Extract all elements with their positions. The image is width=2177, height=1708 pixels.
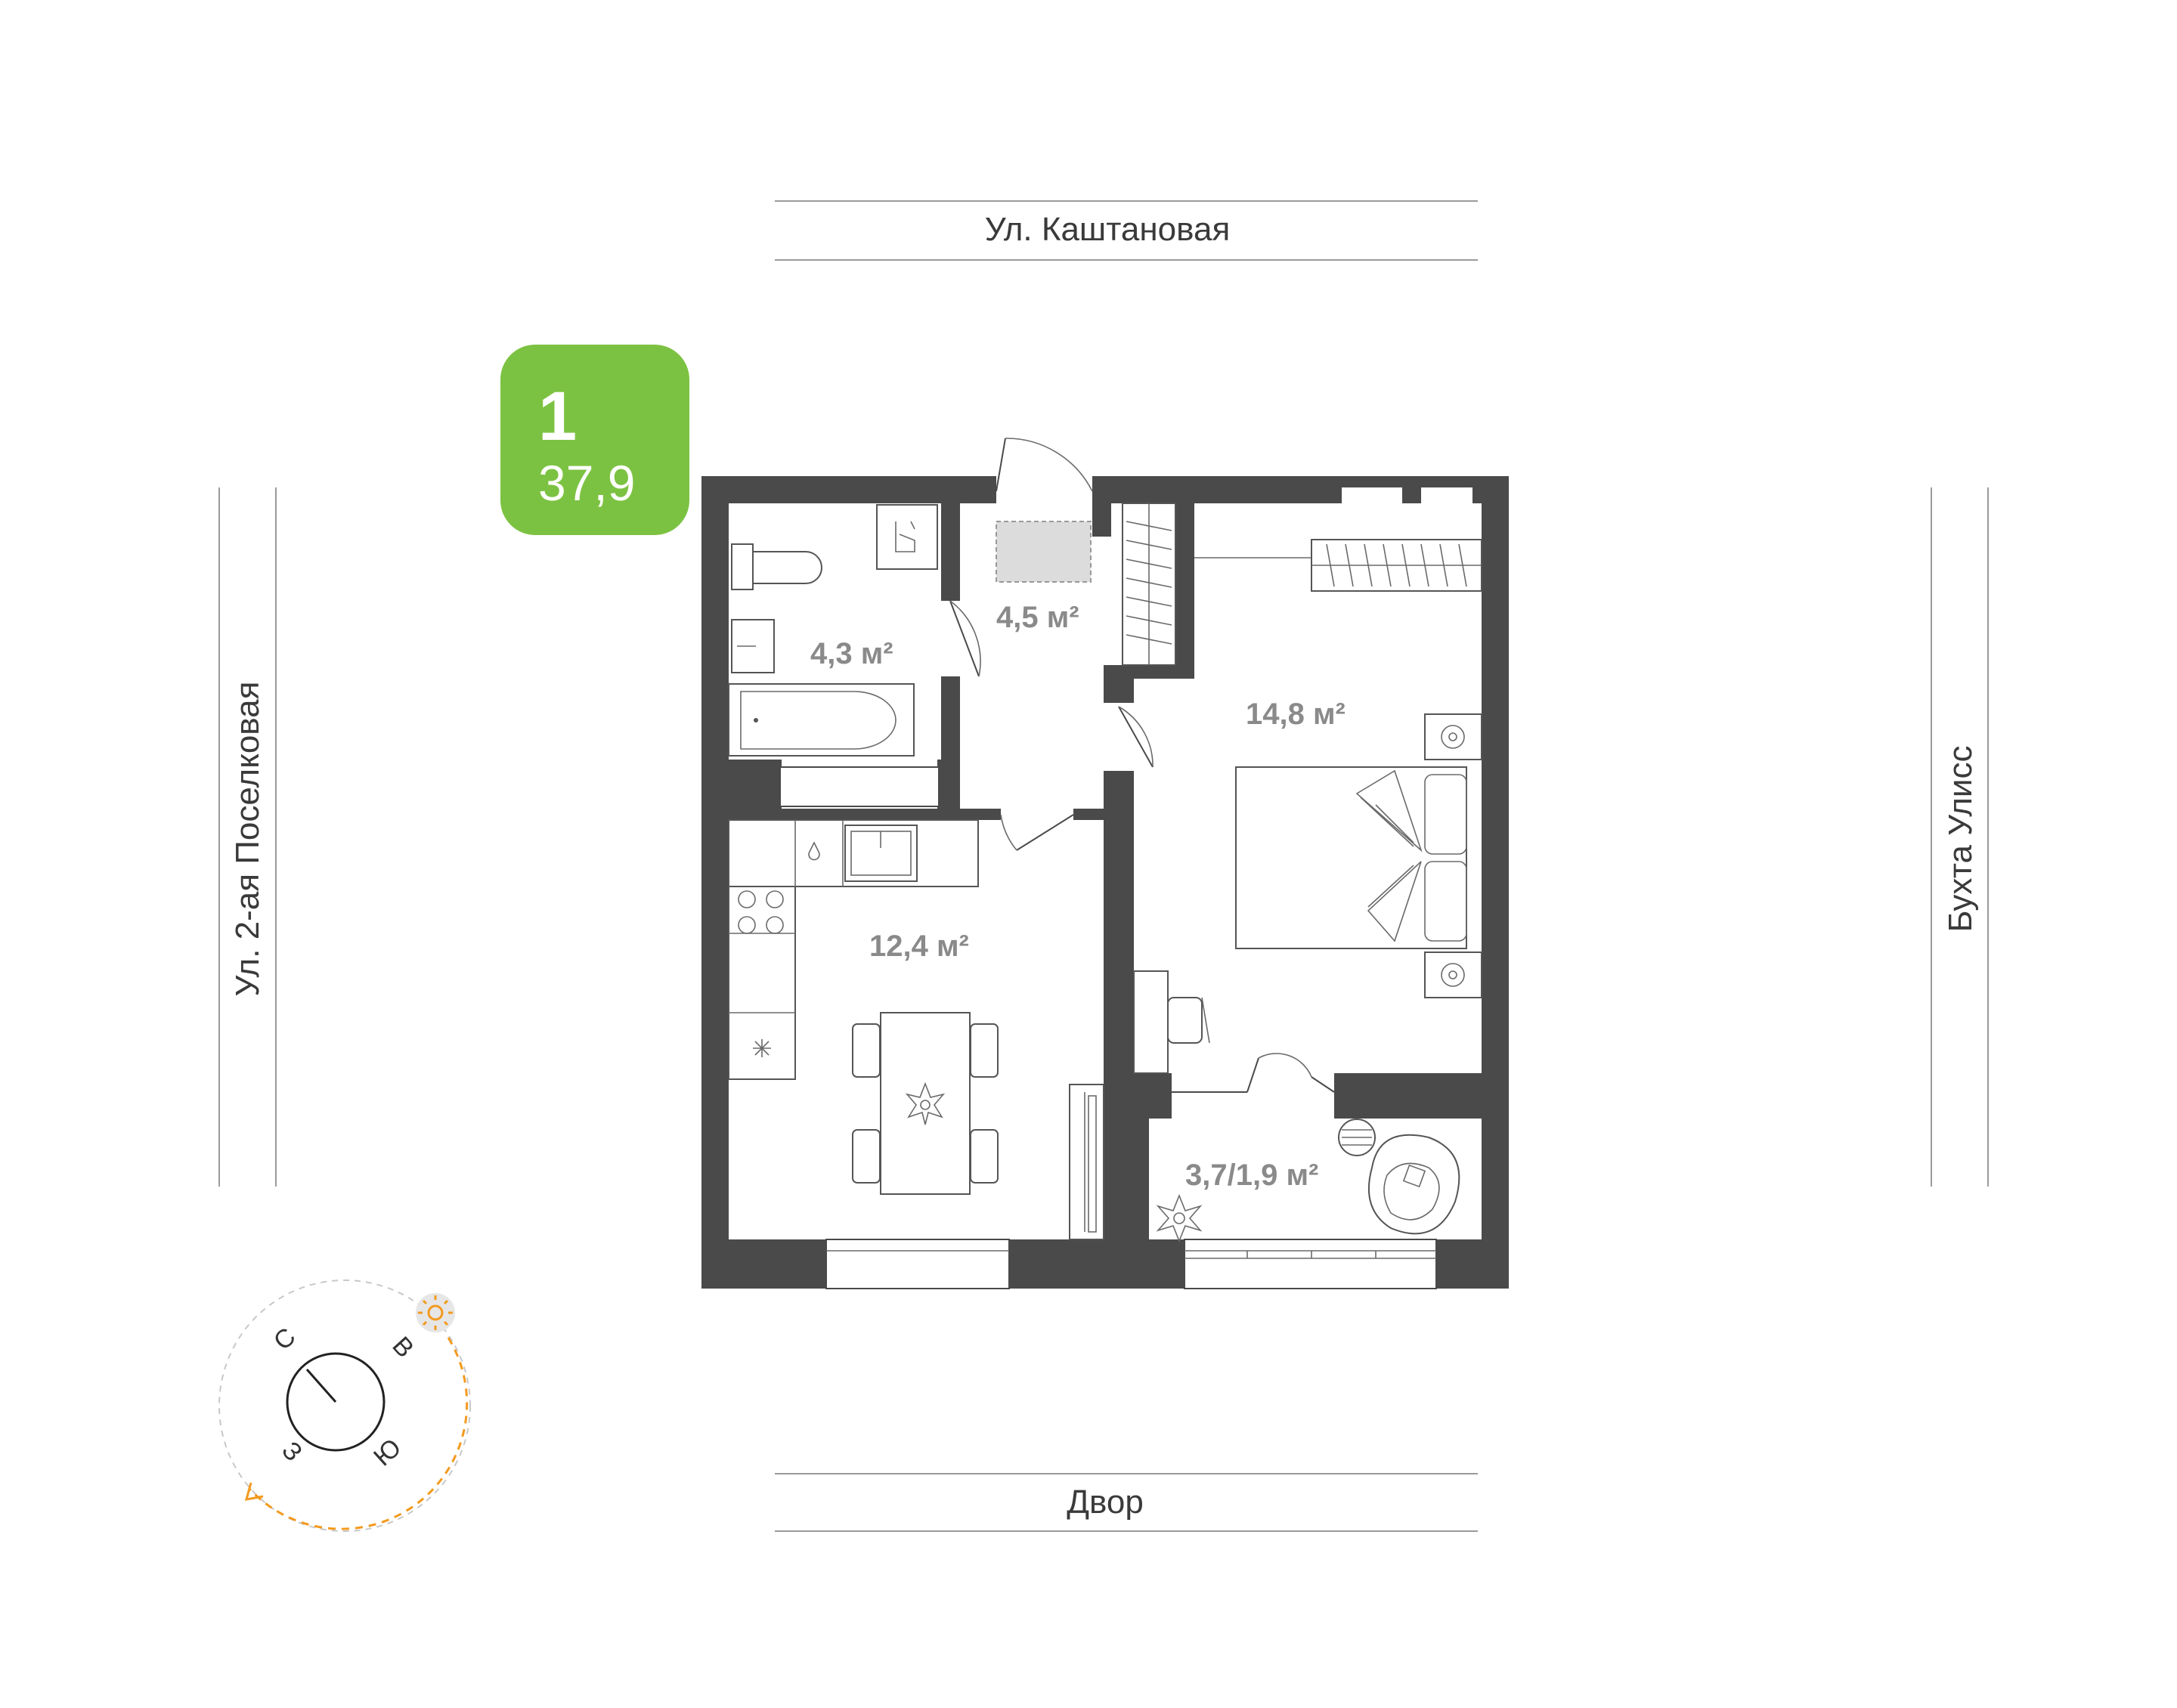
toilet-bowl (752, 551, 822, 584)
bathroom-door (941, 600, 981, 677)
wall-hall-bedroom-top (1092, 476, 1111, 537)
sun-icon (416, 1293, 455, 1332)
kitchen-area: 12,4 м² (869, 930, 969, 963)
street-right: Бухта Улисс (1931, 487, 1989, 1187)
hallway-rug (996, 521, 1092, 583)
outer-wall-bottom-5 (1145, 1262, 1183, 1289)
outer-wall-bottom-4 (1436, 1239, 1509, 1289)
entrance-door (996, 438, 1093, 503)
bathtub (728, 683, 915, 757)
window-top-2 (1421, 487, 1472, 504)
dining-table (852, 1012, 999, 1195)
balcony-furniture (1156, 1119, 1460, 1243)
bedroom-door (1104, 703, 1154, 771)
street-right-label: Бухта Улисс (1942, 745, 1979, 932)
outer-wall-right (1482, 476, 1509, 1289)
tv-unit (1069, 1084, 1104, 1240)
window-kitchen (825, 1239, 1010, 1289)
compass-needle (305, 1369, 337, 1403)
toilet-tank (731, 543, 754, 590)
street-left-label: Ул. 2-ая Поселковая (229, 682, 266, 997)
compass-south: Ю (368, 1433, 407, 1471)
outer-wall-bottom-1 (701, 1239, 826, 1289)
wall-bath-bottom-2 (771, 760, 780, 820)
bedside-table-bottom (1424, 951, 1482, 998)
flower-icon (905, 1081, 946, 1125)
wall-kitchen-bedroom (1104, 771, 1134, 1262)
hallway-furniture (996, 503, 1176, 666)
outer-wall-left (701, 476, 729, 1289)
stove (738, 890, 784, 934)
wall-kitchen-top (729, 809, 1001, 820)
sun-path (248, 1337, 469, 1530)
plant-icon (1156, 1193, 1203, 1243)
badge-background (500, 345, 689, 535)
wall-closet-right (1175, 503, 1194, 677)
bedroom-area: 14,8 м² (1246, 698, 1346, 731)
wardrobe-hall (1122, 503, 1176, 666)
street-bottom-label: Двор (1067, 1484, 1144, 1521)
total-area: 37,9 (538, 455, 635, 511)
hallway-area: 4,5 м² (996, 601, 1079, 634)
sun-path-arrow (244, 1482, 264, 1501)
bath-vent (779, 766, 940, 807)
apartment-badge: 1 37,9 (500, 345, 689, 535)
wardrobe-bedroom (1311, 539, 1482, 592)
bathroom-area: 4,3 м² (810, 637, 893, 670)
bed (1235, 766, 1467, 949)
wall-balcony-left (1134, 1073, 1149, 1262)
rooms-count: 1 (538, 378, 577, 455)
bathroom-furniture (728, 504, 938, 757)
wall-bath-hall (941, 476, 960, 601)
desk (1133, 970, 1210, 1074)
balcony-door (1172, 1053, 1335, 1119)
compass-east: В (386, 1331, 419, 1363)
street-left: Ул. 2-ая Поселковая (218, 487, 277, 1187)
bedside-table-top (1424, 713, 1482, 760)
street-top: Ул. Каштановая (775, 200, 1478, 261)
compass: С В Ю З (218, 1279, 471, 1532)
armchair (1367, 1134, 1460, 1235)
compass-north: С (268, 1322, 302, 1356)
fridge-icon (753, 1039, 771, 1057)
kitchen-furniture (728, 819, 1104, 1240)
compass-west: З (276, 1436, 308, 1467)
balcony-area: 3,7/1,9 м² (1185, 1159, 1318, 1192)
window-balcony (1184, 1239, 1437, 1289)
bedroom-furniture (1133, 539, 1482, 1074)
wall-bedroom-balcony-right (1334, 1073, 1482, 1119)
window-top-1 (1342, 487, 1402, 504)
street-bottom: Двор (775, 1473, 1478, 1532)
floor-plan: 4,3 м² 4,5 м² 14,8 м² 12,4 м² 3,7/1,9 м² (701, 438, 1509, 1289)
wall-kitchen-top-right (1073, 809, 1104, 820)
kitchen-door (1000, 809, 1074, 851)
compass-orbit (218, 1279, 471, 1532)
street-top-label: Ул. Каштановая (985, 211, 1231, 248)
wall-hall-bedroom-mid (1104, 665, 1134, 703)
